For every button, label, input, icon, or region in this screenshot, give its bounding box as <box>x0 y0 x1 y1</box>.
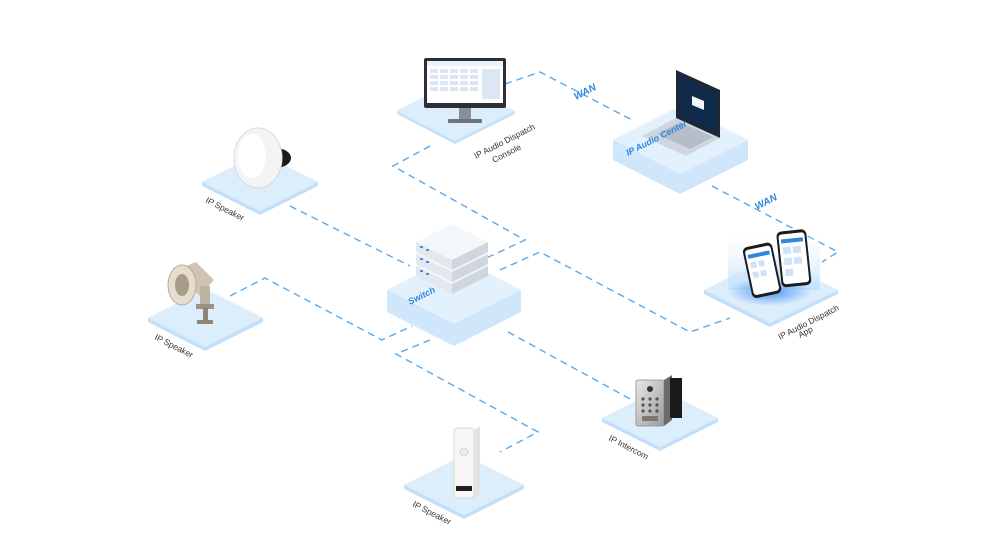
horn-speaker-icon <box>167 262 214 324</box>
smartphone-icon <box>742 229 812 298</box>
network-switch-icon <box>416 224 488 294</box>
link-switch-intercom <box>507 331 633 401</box>
link-switch-app <box>499 251 731 333</box>
ceiling-speaker-icon <box>233 127 291 189</box>
wan-label-top: WAN <box>572 82 598 103</box>
intercom-panel-icon <box>635 375 682 427</box>
link-ceiling-speaker-switch <box>289 205 411 267</box>
link-horn-speaker-switch <box>229 277 413 341</box>
link-console-switch <box>391 145 527 263</box>
network-links <box>229 71 840 453</box>
wan-label-right: WAN <box>753 192 779 213</box>
link-console-center-wan <box>504 71 633 121</box>
column-speaker-icon <box>453 426 480 499</box>
link-switch-column-speaker <box>394 339 540 453</box>
laptop-icon <box>642 70 720 156</box>
monitor-icon <box>424 58 506 123</box>
